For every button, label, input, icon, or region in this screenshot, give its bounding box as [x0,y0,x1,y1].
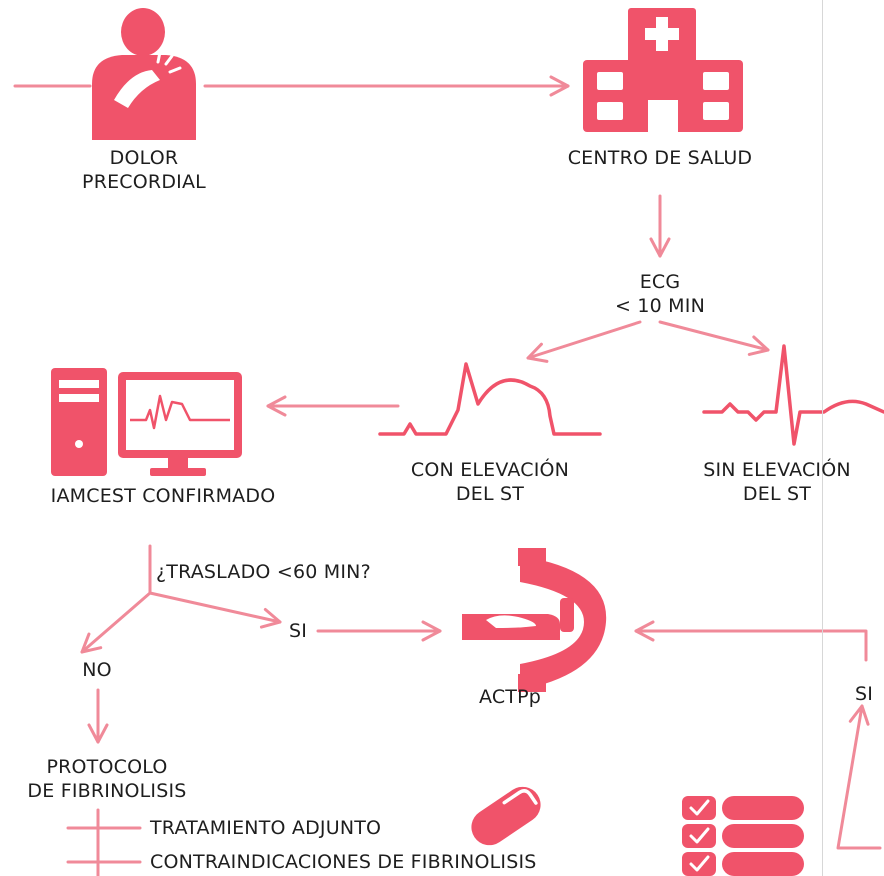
node-contraindicaciones: CONTRAINDICACIONES DE FIBRINOLISIS [150,850,537,874]
no-label: NO [82,659,112,681]
computer-monitor-icon [51,368,242,476]
ecg-line2: < 10 MIN [615,295,705,317]
ecg-normal-icon [702,344,884,446]
dolor-line1: DOLOR [109,147,179,169]
actpp-label: ACTPp [478,686,542,708]
node-iamcest-confirmado: IAMCEST CONFIRMADO [8,484,318,508]
cath-lab-scanner-icon [462,548,607,692]
arrow-to-si-left [148,591,282,629]
checklist-icon [682,796,804,876]
con-line2: DEL ST [455,483,525,505]
node-protocolo-fibrinolisis: PROTOCOLO DE FIBRINOLISIS [0,755,214,803]
arrow-ecg-to-sin [658,320,770,356]
ecg-st-elevation-icon [378,362,602,436]
centro-label: CENTRO DE SALUD [567,147,753,169]
node-actpp: ACTPp [450,685,570,709]
node-si-left: SI [280,619,316,643]
node-tratamiento-adjunto: TRATAMIENTO ADJUNTO [150,816,381,840]
protocolo-line2: DE FIBRINOLISIS [27,780,187,802]
pill-icon [471,786,541,846]
arrow-ecg-to-con [526,320,642,363]
hospital-building-icon [583,8,743,132]
iamcest-label: IAMCEST CONFIRMADO [50,485,276,507]
node-con-elevacion: CON ELEVACIÓN DEL ST [370,458,610,506]
node-ecg: ECG < 10 MIN [580,270,740,318]
sin-line2: DEL ST [742,483,812,505]
protocolo-line1: PROTOCOLO [46,756,168,778]
column-divider [822,0,823,876]
node-centro-de-salud: CENTRO DE SALUD [530,146,790,170]
node-no: NO [62,658,132,682]
node-sin-elevacion: SIN ELEVACIÓN DEL ST [670,458,884,506]
contraindicaciones-label: CONTRAINDICACIONES DE FIBRINOLISIS [150,851,537,873]
ecg-line1: ECG [639,271,681,293]
arrow-to-no [80,591,152,654]
dolor-line2: PRECORDIAL [82,171,206,193]
arrow-bottom-loop-to-si [836,704,882,850]
node-traslado-question: ¿TRASLADO <60 MIN? [156,560,371,584]
arrow-right-loop-to-actpp [634,620,868,662]
sin-line1: SIN ELEVACIÓN [703,459,851,481]
si-right-label: SI [854,683,874,705]
traslado-label: ¿TRASLADO <60 MIN? [156,561,371,583]
node-dolor-precordial: DOLOR PRECORDIAL [44,146,244,194]
tratamiento-label: TRATAMIENTO ADJUNTO [150,817,382,839]
con-line1: CON ELEVACIÓN [410,459,570,481]
node-si-right: SI [844,682,884,706]
chest-pain-person-icon [92,8,196,140]
si-left-label: SI [288,620,308,642]
